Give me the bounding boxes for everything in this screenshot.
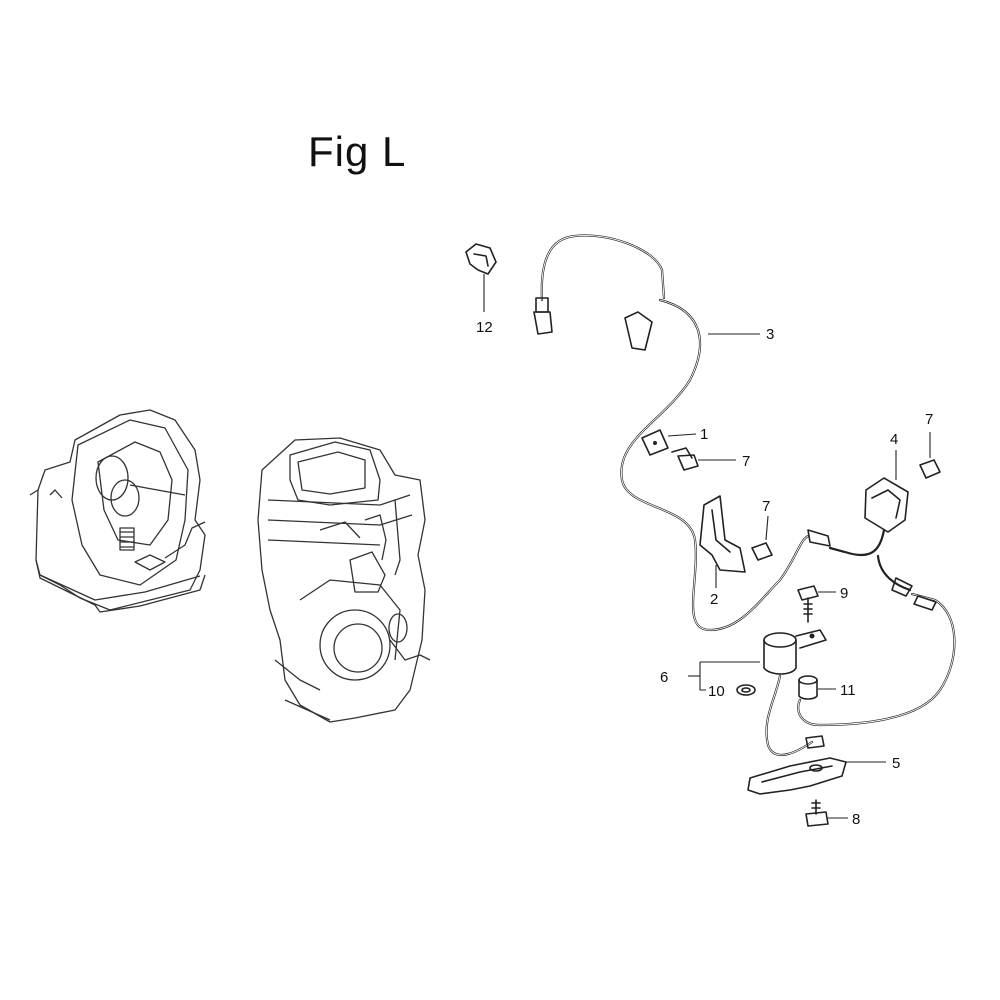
part-6-sensor <box>688 629 827 756</box>
engine-block-illustration <box>257 437 431 723</box>
part-3-wire-harness <box>533 234 831 632</box>
part-12-wire-clip <box>465 243 497 312</box>
part-8-bolt <box>805 799 848 827</box>
callout-10: 10 <box>708 683 725 700</box>
callout-7b: 7 <box>762 498 770 515</box>
callout-7a: 7 <box>742 453 750 470</box>
part-4-module <box>828 450 913 597</box>
part-9-bolt <box>797 585 836 623</box>
part-5-plate <box>747 757 886 795</box>
callout-9: 9 <box>840 585 848 602</box>
callout-11: 11 <box>840 682 856 699</box>
callout-2: 2 <box>710 591 718 608</box>
callout-5: 5 <box>892 755 900 772</box>
part-7-bolt-a <box>671 447 736 471</box>
callout-4: 4 <box>890 431 898 448</box>
part-7-bolt-b <box>751 515 773 561</box>
part-7-bolt-c <box>919 432 941 479</box>
part-2-bracket <box>699 495 746 588</box>
crankcase-illustration <box>29 409 206 613</box>
callout-6: 6 <box>660 669 668 686</box>
callout-7c: 7 <box>925 411 933 428</box>
callout-1: 1 <box>700 426 708 443</box>
part-11-collar <box>798 675 836 700</box>
callout-12: 12 <box>476 319 493 336</box>
part-1-clip <box>641 429 697 456</box>
figure-title: Fig L <box>308 128 407 175</box>
callout-8: 8 <box>852 811 860 828</box>
right-wire-loop <box>797 592 956 727</box>
part-10-washer <box>736 684 756 696</box>
callout-3: 3 <box>766 326 774 343</box>
